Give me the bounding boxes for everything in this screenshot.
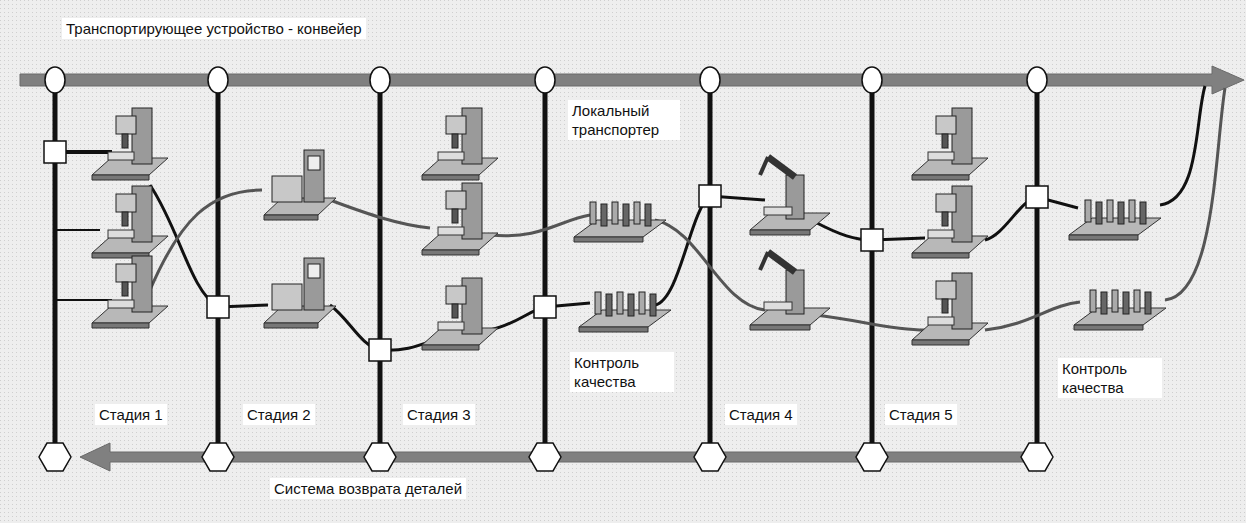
mill-machine xyxy=(92,256,168,328)
qc-machine xyxy=(574,202,666,242)
mill-machine xyxy=(92,108,168,180)
switches xyxy=(44,141,1048,361)
local-transporter xyxy=(870,80,875,457)
text-label: Контроль качества xyxy=(1058,358,1162,398)
mill-machine xyxy=(422,278,498,350)
flow-line xyxy=(1160,86,1205,205)
flow-lines xyxy=(55,86,1225,350)
mill-machine xyxy=(912,186,988,258)
flow-line xyxy=(655,220,765,310)
junction-hexagon xyxy=(202,443,234,471)
junction-hexagon xyxy=(529,443,561,471)
flow-line xyxy=(330,200,430,228)
switch-square xyxy=(1026,186,1048,208)
junction-circle xyxy=(370,67,390,93)
junction-circle xyxy=(45,67,65,93)
text-label: Локальный транспортер xyxy=(568,100,680,140)
mill-machine xyxy=(92,186,168,258)
lathe-machine xyxy=(264,150,336,220)
junction-circle xyxy=(700,67,720,93)
local-transporter xyxy=(378,80,383,457)
text-label: Стадия 2 xyxy=(243,404,315,425)
return-arrow xyxy=(80,443,1050,471)
switch-square xyxy=(534,296,556,318)
local-transporter xyxy=(216,80,221,457)
flow-line xyxy=(815,315,925,330)
qc-machine xyxy=(1074,290,1166,330)
mill-machine xyxy=(912,273,988,345)
vertical-transporters xyxy=(55,80,1037,457)
robot-machine xyxy=(750,252,830,330)
junction-hexagon xyxy=(1021,443,1053,471)
switch-square xyxy=(699,185,721,207)
text-label: Контроль качества xyxy=(570,352,674,392)
flow-line xyxy=(150,190,262,290)
switch-square xyxy=(207,296,229,318)
robot-machine xyxy=(750,157,830,235)
switch-square xyxy=(369,339,391,361)
flow-line xyxy=(985,302,1080,330)
machines xyxy=(92,108,1166,350)
text-label: Система возврата деталей xyxy=(270,478,466,499)
local-transporter xyxy=(53,80,58,457)
junction-hexagon xyxy=(694,443,726,471)
qc-machine xyxy=(579,292,671,332)
text-label: Стадия 5 xyxy=(885,404,957,425)
flow-line xyxy=(55,299,112,301)
flow-line xyxy=(655,196,765,305)
junction-circle xyxy=(862,67,882,93)
junction-hexagon xyxy=(364,443,396,471)
switch-square xyxy=(861,229,883,251)
flow-line xyxy=(490,215,590,236)
switch-square xyxy=(44,141,66,163)
transporter-ends xyxy=(39,67,1053,471)
local-transporter xyxy=(1035,80,1040,457)
conveyor-arrow xyxy=(20,66,1244,94)
junction-hexagon xyxy=(39,443,71,471)
flow-line xyxy=(55,229,100,231)
mill-machine xyxy=(912,108,988,180)
local-transporter xyxy=(543,80,548,457)
flow-line xyxy=(1165,88,1225,300)
text-label: Стадия 3 xyxy=(403,404,475,425)
flow-line xyxy=(150,185,218,307)
mill-machine xyxy=(422,108,498,180)
lathe-machine xyxy=(264,258,336,328)
text-label: Стадия 1 xyxy=(95,404,167,425)
text-label: Стадия 4 xyxy=(725,404,797,425)
junction-hexagon xyxy=(856,443,888,471)
junction-circle xyxy=(1027,67,1047,93)
junction-circle xyxy=(208,67,228,93)
qc-machine xyxy=(1069,200,1161,240)
junction-circle xyxy=(535,67,555,93)
mill-machine xyxy=(422,183,498,255)
text-label: Транспортирующее устройство - конвейер xyxy=(62,18,366,39)
